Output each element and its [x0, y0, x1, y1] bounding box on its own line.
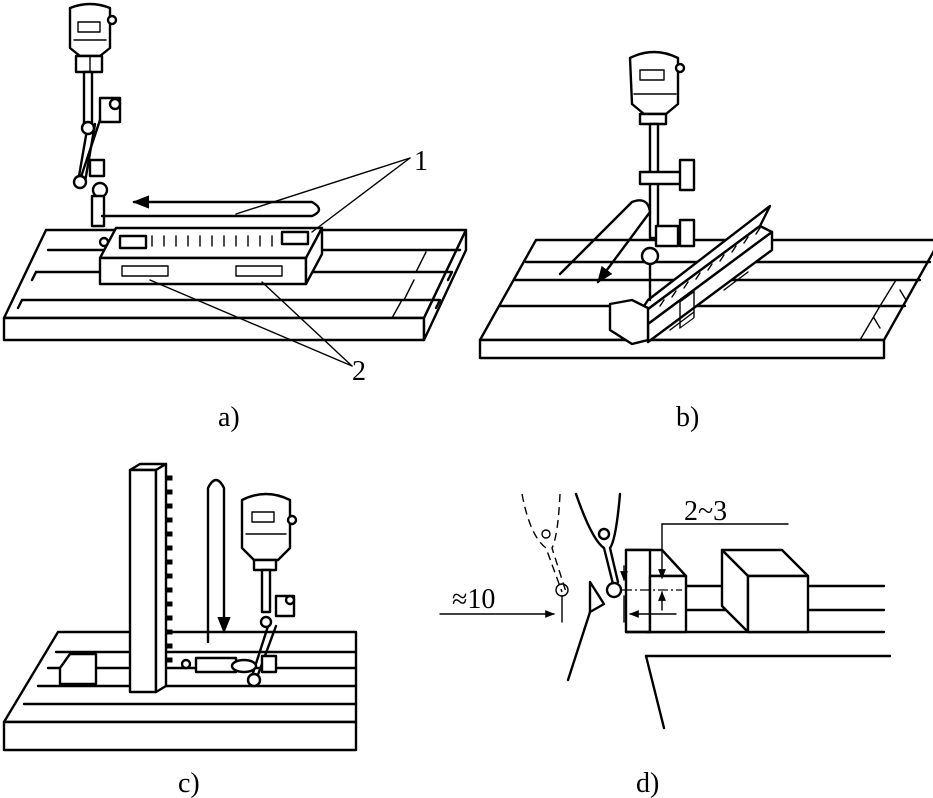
reference-block-d	[624, 548, 688, 634]
spindle-indicator-c	[230, 492, 298, 688]
straight-edge-b	[608, 204, 774, 346]
straight-edge-ticks	[659, 227, 761, 307]
scale-teeth-a	[151, 235, 273, 247]
callout-2-label: 2	[352, 356, 366, 387]
motion-path-c	[206, 478, 231, 644]
probe-solid-d	[574, 492, 623, 614]
panel-b: b)	[478, 50, 933, 433]
motion-path-a	[100, 195, 321, 218]
spindle-indicator-b	[628, 50, 696, 302]
motion-path-b	[558, 199, 652, 284]
dimension-gap-d: 2~3	[620, 496, 789, 611]
panel-b-label: b)	[676, 402, 699, 433]
dimension-offset-d: ≈10	[439, 584, 677, 623]
panel-a: 1 2 a)	[2, 2, 468, 433]
vertical-square-c	[128, 462, 238, 694]
probe-dashed-d	[521, 493, 569, 597]
panel-a-label: a)	[218, 402, 240, 433]
panel-c: c)	[2, 462, 358, 798]
panel-d-label: d)	[636, 768, 659, 798]
second-block-d	[720, 548, 810, 634]
dimension-offset-label: ≈10	[452, 584, 495, 615]
vertical-scale-teeth	[165, 475, 173, 663]
panel-d: 2~3 ≈10 d)	[439, 492, 892, 798]
callout-1: 1	[235, 146, 428, 233]
callout-1-label: 1	[414, 146, 428, 177]
panel-c-label: c)	[178, 768, 200, 798]
machine-table-c	[2, 630, 358, 752]
callout-2: 2	[149, 279, 366, 387]
spindle-indicator-a	[68, 2, 122, 228]
workpiece-a	[98, 226, 324, 286]
dimension-gap-label: 2~3	[684, 496, 727, 527]
